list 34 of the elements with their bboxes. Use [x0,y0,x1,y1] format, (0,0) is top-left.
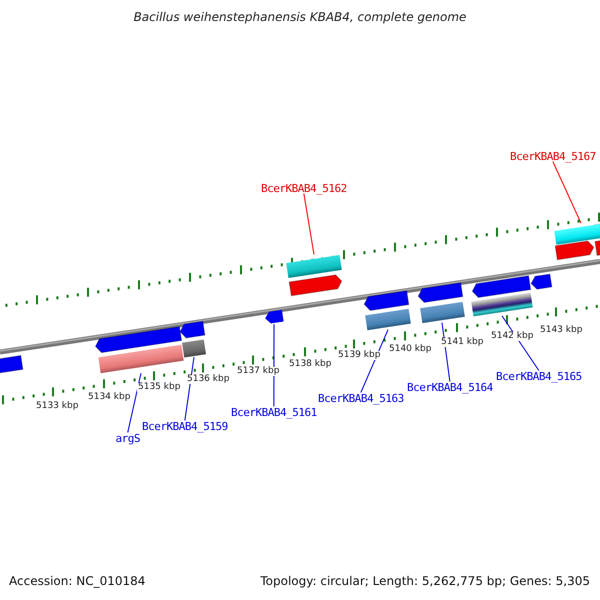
gene-label: BcerKBAB4_5165 [496,370,582,382]
gene-bar [554,223,600,245]
gene-label: BcerKBAB4_5162 [261,182,347,194]
gene-bar [471,292,533,316]
scale-label: 5142 kbp [490,332,534,340]
gene-label: BcerKBAB4_5167 [510,150,596,162]
scale-label: 5140 kbp [388,344,432,354]
gene-bar [182,338,206,358]
footer-text: Topology: circular; Length: 5,262,775 bp; Genes: 5,305 [260,575,590,587]
leader-line [552,161,582,224]
leader-line [442,322,450,382]
leader-line [273,324,274,407]
scale-label: 5141 kbp [440,338,484,346]
scale-label: 5138 kbp [288,360,332,368]
leader-line [127,372,142,433]
gene-bar [420,301,464,323]
scale-label: 5139 kbp [337,350,382,360]
gene-label: BcerKBAB4_5161 [231,406,317,418]
title: Bacillus weihenstephanensis KBAB4, complete genome [132,11,468,23]
scale-label: 5143 kbp [539,326,584,334]
gene-bar [286,254,342,278]
leader-line [303,193,314,256]
scale-label: 5135 kbp [137,382,182,392]
gene-label: argS [116,432,140,444]
gene-bar [365,308,411,330]
gene-label: BcerKBAB4_5159 [142,420,228,432]
scale-label: 5133 kbp [35,402,80,410]
footer-text: Accession: NC_010184 [9,575,146,587]
gene-label: BcerKBAB4_5164 [407,382,493,392]
leader-line [184,356,194,421]
gene-label: BcerKBAB4_5163 [318,392,404,404]
scale-label: 5136 kbp [186,374,230,384]
scale-label: 5134 kbp [87,392,132,402]
scale-label: 5137 kbp [236,366,280,376]
